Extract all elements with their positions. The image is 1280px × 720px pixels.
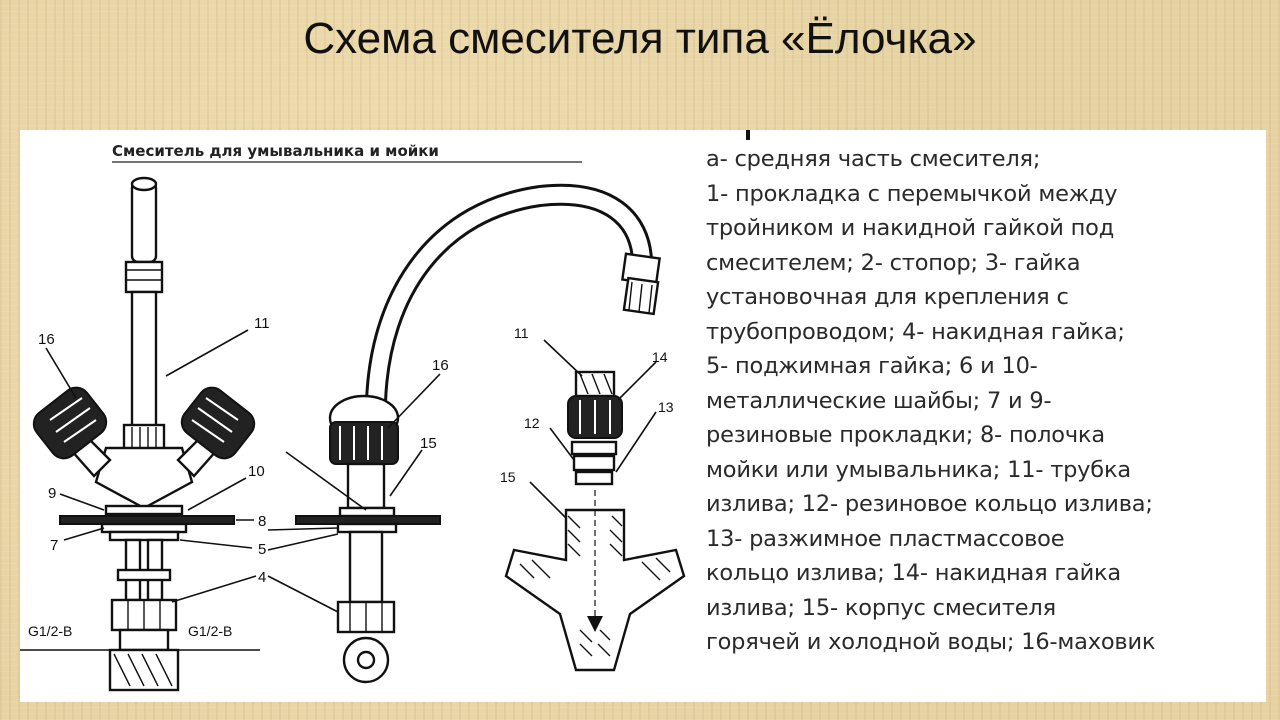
legend-line: мойки или умывальника; 11- трубка xyxy=(706,456,1131,483)
parts-legend: а- средняя часть смесителя; 1- прокладка… xyxy=(706,142,1266,660)
section-detail-drawing xyxy=(504,370,686,672)
label-left-4: 4 xyxy=(258,569,266,586)
label-detail-15: 15 xyxy=(500,469,516,485)
label-detail-11: 11 xyxy=(514,325,529,341)
legend-line: 13- разжимное пластмассовое xyxy=(706,525,1065,552)
mixer-diagram: Смеситель для умывальника и мойки xyxy=(20,130,750,692)
left-faucet-drawing xyxy=(20,176,260,692)
label-middle-15: 15 xyxy=(420,435,437,452)
diagram-panel: Смеситель для умывальника и мойки xyxy=(20,130,1266,702)
label-left-9: 9 xyxy=(48,485,56,502)
legend-line: а- средняя часть смесителя; xyxy=(706,146,1041,172)
label-detail-12: 12 xyxy=(524,415,540,431)
label-left-5: 5 xyxy=(258,541,266,558)
label-left-g-right: G1/2-В xyxy=(188,623,232,639)
label-left-16: 16 xyxy=(38,331,55,348)
legend-line: 5- поджимная гайка; 6 и 10- xyxy=(706,353,1038,379)
slide-title: Схема смесителя типа «Ёлочка» xyxy=(303,14,977,63)
diagram-subtitle: Смеситель для умывальника и мойки xyxy=(112,142,439,160)
label-detail-13: 13 xyxy=(658,399,674,415)
legend-line: металлические шайбы; 7 и 9- xyxy=(706,387,1052,414)
legend-line: горячей и холодной воды; 16-маховик xyxy=(706,629,1156,655)
legend-line: кольцо излива; 14- накидная гайка xyxy=(706,560,1121,586)
label-left-11: 11 xyxy=(254,315,270,332)
legend-line: резиновые прокладки; 8- полочка xyxy=(706,422,1105,448)
legend-line: излива; 12- резиновое кольцо излива; xyxy=(706,491,1153,517)
label-left-7: 7 xyxy=(50,537,58,554)
label-left-g-left: G1/2-В xyxy=(28,623,72,639)
legend-line: 1- прокладка с перемычкой между xyxy=(706,180,1118,207)
legend-line: смесителем; 2- стопор; 3- гайка xyxy=(706,249,1081,276)
label-left-8: 8 xyxy=(258,513,266,530)
label-detail-14: 14 xyxy=(652,349,668,365)
label-middle-16: 16 xyxy=(432,357,449,374)
legend-line: тройником и накидной гайкой под xyxy=(706,215,1115,241)
legend-line: установочная для крепления с xyxy=(706,284,1069,310)
legend-line: трубопроводом; 4- накидная гайка; xyxy=(706,318,1125,345)
label-left-10: 10 xyxy=(248,463,265,480)
middle-faucet-drawing xyxy=(295,183,661,684)
legend-line: излива; 15- корпус смесителя xyxy=(706,594,1056,621)
